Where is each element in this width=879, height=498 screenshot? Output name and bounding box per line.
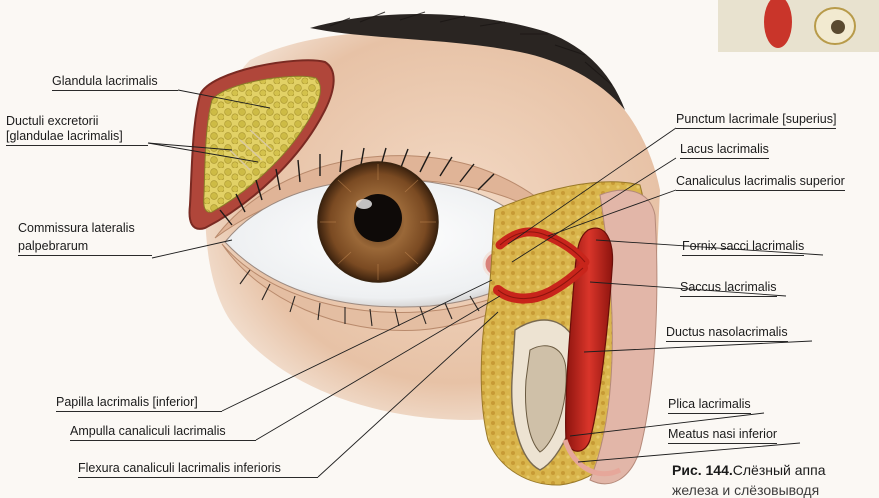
label-saccus-lacrimalis: Saccus lacrimalis bbox=[680, 280, 777, 297]
label-plica-lacrimalis: Plica lacrimalis bbox=[668, 397, 751, 414]
label-ductus-nasolacrimalis: Ductus nasolacrimalis bbox=[666, 325, 788, 342]
figure-caption-text: Слёзный аппа bbox=[733, 462, 826, 478]
label-lacus-lacrimalis: Lacus lacrimalis bbox=[680, 142, 769, 159]
label-commissura-line1: Commissura lateralis bbox=[18, 221, 135, 236]
label-flexura-canaliculi: Flexura canaliculi lacrimalis inferioris bbox=[78, 461, 318, 478]
label-fornix-sacci: Fornix sacci lacrimalis bbox=[682, 239, 804, 256]
label-ductuli-excretorii-line1: Ductuli excretorii bbox=[6, 114, 98, 129]
label-ampulla-canaliculi: Ampulla canaliculi lacrimalis bbox=[70, 424, 256, 441]
corner-thumbnail bbox=[718, 0, 879, 52]
label-canaliculus-superior: Canaliculus lacrimalis superior bbox=[676, 174, 845, 191]
label-punctum-lacrimale: Punctum lacrimale [superius] bbox=[676, 112, 836, 129]
label-papilla-lacrimalis: Papilla lacrimalis [inferior] bbox=[56, 395, 222, 412]
figure-caption: Рис. 144.Слёзный аппа bbox=[672, 462, 826, 478]
figure-number: Рис. 144. bbox=[672, 462, 733, 478]
label-glandula-lacrimalis: Glandula lacrimalis bbox=[52, 74, 178, 91]
eye-highlight bbox=[356, 199, 372, 209]
label-ductuli-excretorii-line2: [glandulae lacrimalis] bbox=[6, 129, 148, 146]
label-commissura-line2: palpebrarum bbox=[18, 239, 152, 256]
label-meatus-nasi-inferior: Meatus nasi inferior bbox=[668, 427, 777, 444]
